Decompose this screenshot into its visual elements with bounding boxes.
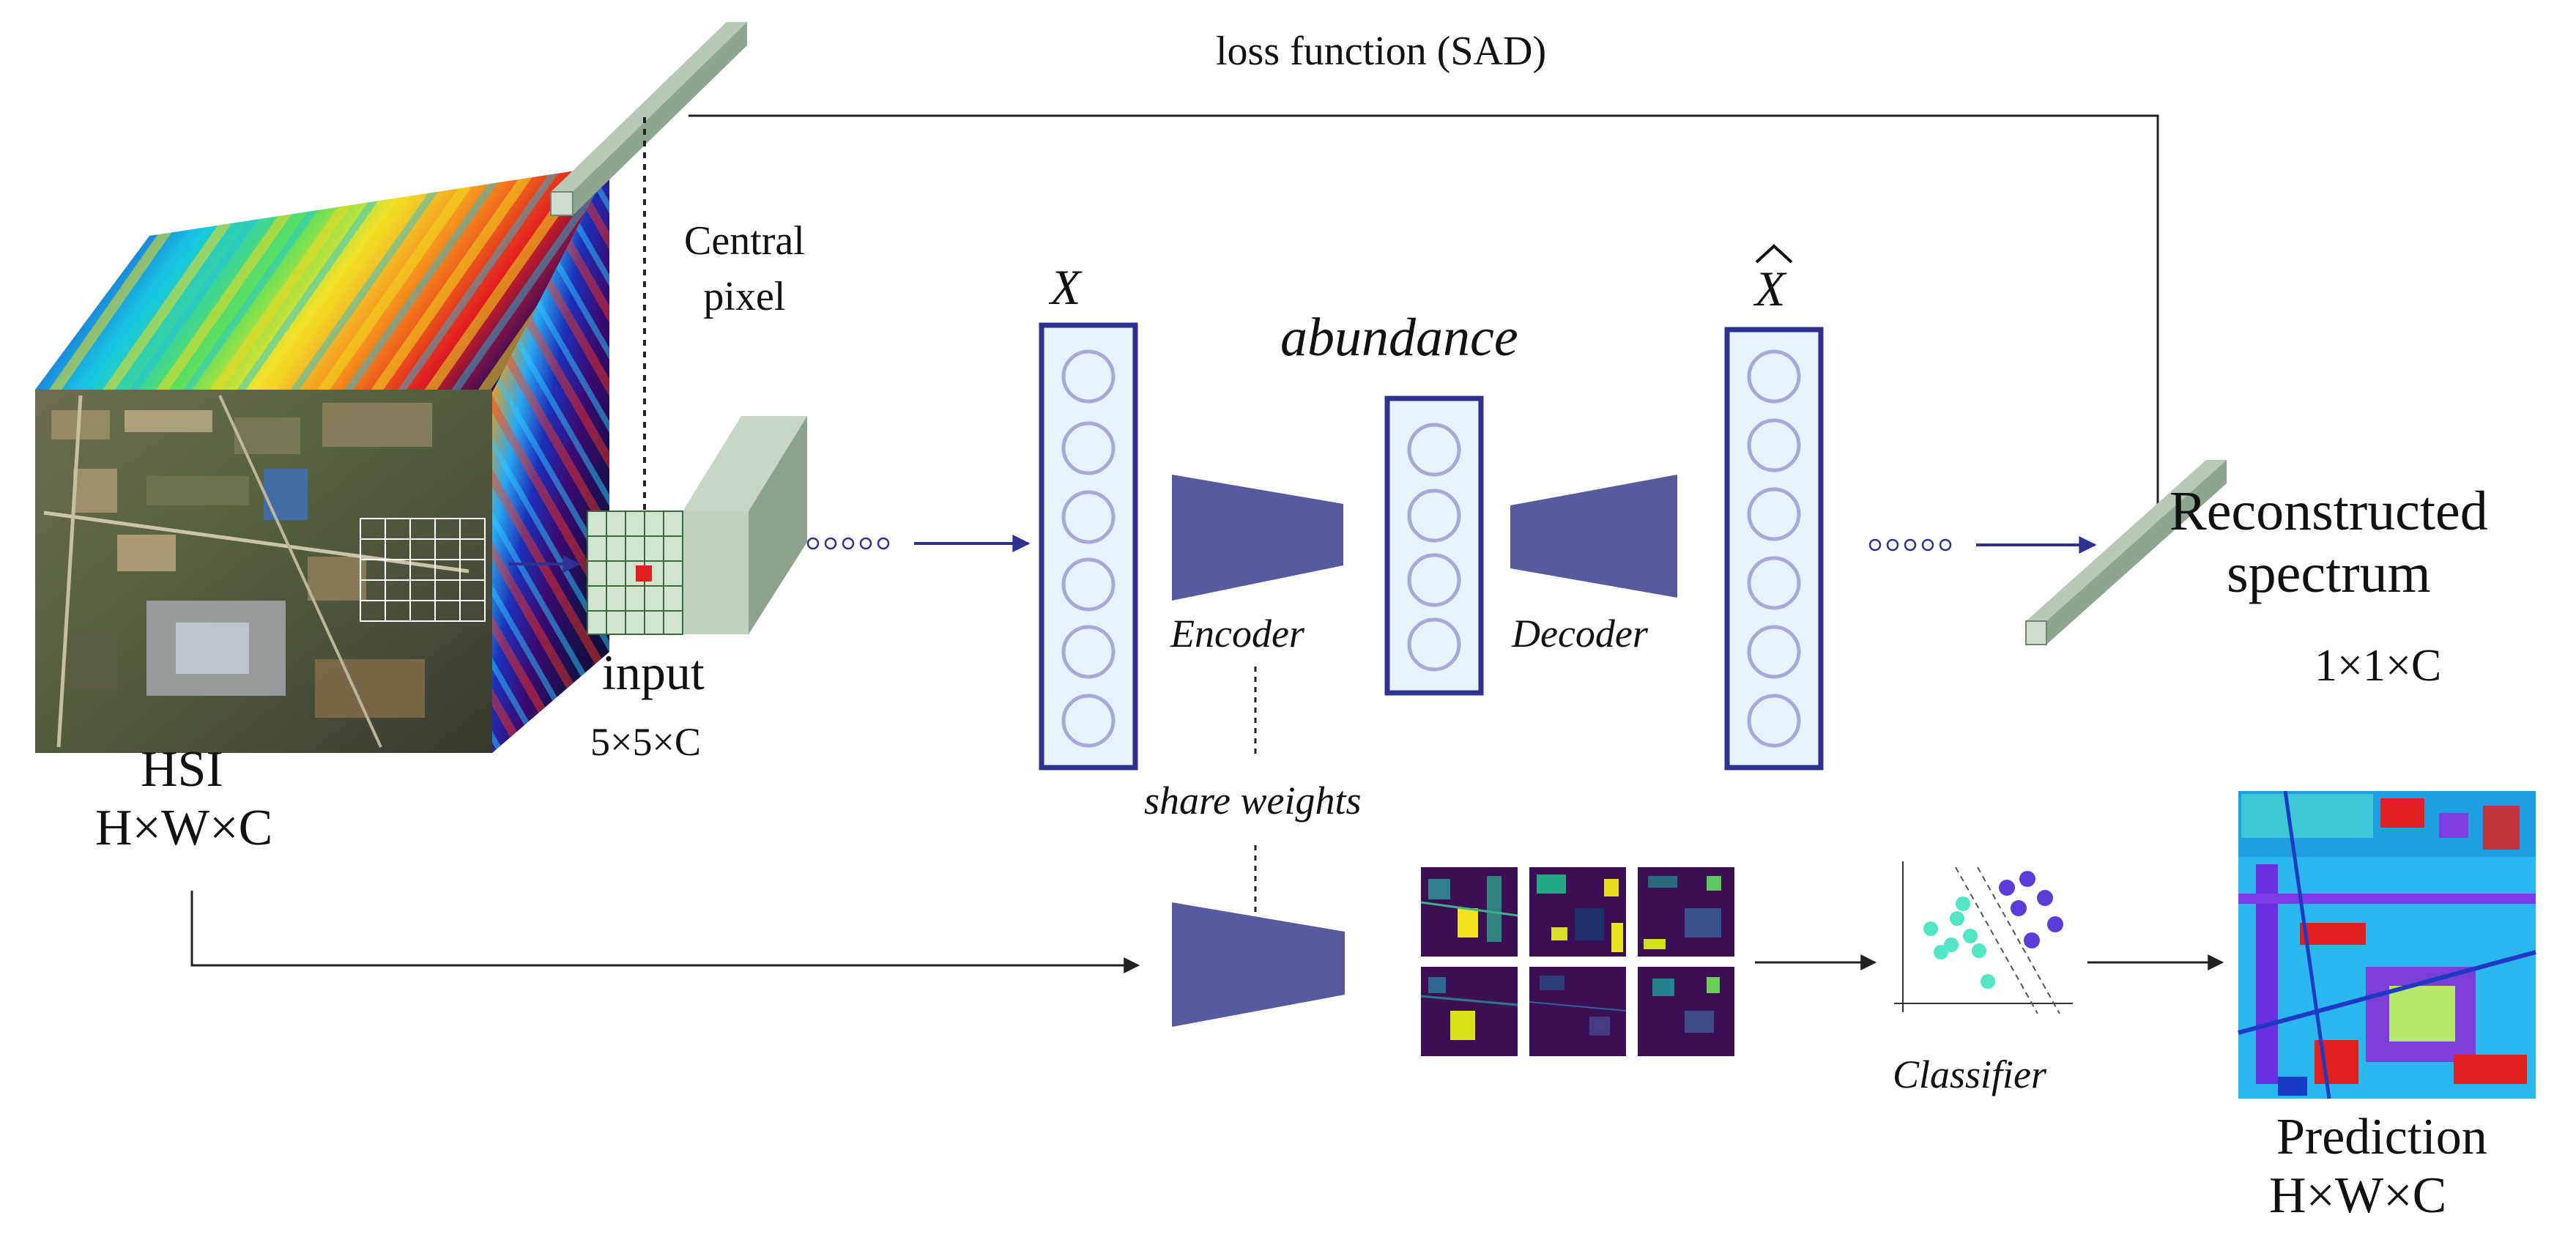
abundance-neuron xyxy=(1407,423,1461,477)
abundance-neuron xyxy=(1407,553,1461,607)
x-neuron xyxy=(1061,490,1116,544)
abundance-map xyxy=(1420,867,1518,957)
x-input-layer xyxy=(1039,322,1138,771)
abundance-neuron xyxy=(1407,617,1461,672)
input-dims-label: 5×5×C xyxy=(590,720,701,764)
hsi-to-encoder-arrow xyxy=(190,891,1140,973)
x-neuron xyxy=(1061,349,1116,404)
xhat-hat-mark xyxy=(1755,244,1793,264)
class-b-points xyxy=(1999,871,2063,948)
xhat-neuron xyxy=(1747,625,1801,679)
satellite-texture xyxy=(43,395,469,748)
abundance-map xyxy=(1529,967,1627,1056)
x-symbol-label: X xyxy=(1050,259,1081,315)
xhat-neuron xyxy=(1747,556,1801,610)
xhat-neuron xyxy=(1747,487,1801,541)
encoder-label: Encoder xyxy=(1170,612,1304,656)
xhat-neuron xyxy=(1747,694,1801,748)
reconstructed-spectrum-label: Reconstructed spectrum xyxy=(2169,480,2488,605)
abundance-map xyxy=(1420,967,1518,1056)
abundance-map xyxy=(1638,867,1734,957)
input-to-x-dots xyxy=(806,537,890,550)
classifier-scatter-plot xyxy=(1894,861,2073,1014)
classifier-label: Classifier xyxy=(1893,1052,2047,1096)
abundance-map xyxy=(1638,967,1734,1056)
reconstructed-line2: spectrum xyxy=(2227,543,2431,605)
x-neuron xyxy=(1061,421,1116,475)
hsi-cube xyxy=(35,166,609,753)
xhat-neuron xyxy=(1747,349,1801,404)
reconstructed-line1: Reconstructed xyxy=(2169,480,2488,542)
central-pixel-spectrum-bar xyxy=(550,22,747,216)
share-weights-label: share weights xyxy=(1144,779,1362,823)
abundance-label: abundance xyxy=(1280,308,1518,368)
prediction-dims-label: H×W×C xyxy=(2269,1167,2447,1224)
central-pixel-label-line1: Central xyxy=(684,218,805,264)
central-pixel-label-line2: pixel xyxy=(703,273,786,319)
prediction-label: Prediction xyxy=(2276,1109,2487,1165)
central-pixel-marker xyxy=(636,565,652,582)
input-label: input xyxy=(602,645,705,700)
hsi-dims-label: H×W×C xyxy=(95,800,273,856)
xhat-symbol-label: X xyxy=(1755,261,1786,316)
x-neuron xyxy=(1061,625,1116,679)
abundance-neuron xyxy=(1407,489,1461,543)
loss-arrow xyxy=(688,114,2166,532)
decoder-trapezoid xyxy=(1510,475,1677,598)
x-hat-output-layer xyxy=(1724,244,1824,771)
x-neuron xyxy=(1061,557,1116,612)
patch-grid xyxy=(360,518,486,622)
shared-encoder-trapezoid xyxy=(1172,902,1345,1027)
input-patch-block xyxy=(587,416,807,635)
xhat-to-recon-dots xyxy=(1868,538,1952,552)
hsi-label: HSI xyxy=(141,741,223,798)
reconstructed-dims-label: 1×1×C xyxy=(2315,641,2442,691)
prediction-map xyxy=(2238,790,2536,1099)
decoder-label: Decoder xyxy=(1512,612,1648,656)
central-pixel-label: Central pixel xyxy=(684,214,805,324)
encoder-trapezoid xyxy=(1172,475,1343,601)
class-a-points xyxy=(1923,896,1995,989)
x-neuron xyxy=(1061,694,1116,748)
abundance-map xyxy=(1529,867,1626,957)
reconstructed-spectrum-bar xyxy=(2025,460,2227,645)
abundance-maps xyxy=(1420,867,1734,1056)
loss-function-label: loss function (SAD) xyxy=(1216,29,1547,74)
abundance-layer xyxy=(1384,396,1484,696)
xhat-neuron xyxy=(1747,418,1801,472)
